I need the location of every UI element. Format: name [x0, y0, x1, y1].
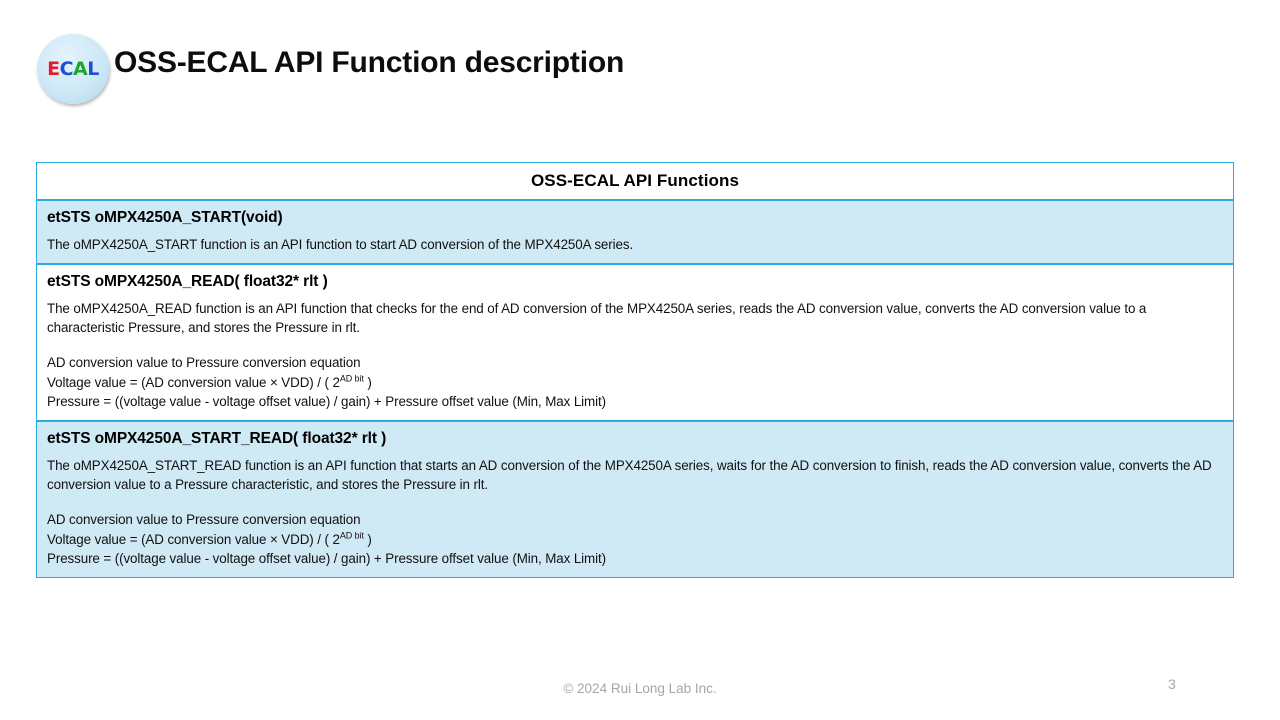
page-title: OSS-ECAL API Function description — [114, 46, 625, 79]
logo-circle-icon: ECAL — [37, 34, 109, 104]
table-row: etSTS oMPX4250A_START_READ( float32* rlt… — [37, 421, 1233, 577]
equation-voltage-pre: Voltage value = (AD conversion value × V… — [47, 374, 340, 390]
function-signature: etSTS oMPX4250A_START(void) — [47, 209, 283, 226]
ecal-logo: ECAL — [37, 34, 109, 104]
table-header-title: OSS-ECAL API Functions — [530, 171, 740, 190]
logo-letter-e: E — [47, 57, 60, 80]
equation-heading: AD conversion value to Pressure conversi… — [47, 512, 361, 528]
equation-voltage: Voltage value = (AD conversion value × V… — [47, 373, 1223, 393]
equation-voltage-pre: Voltage value = (AD conversion value × V… — [47, 531, 340, 547]
table-row: etSTS oMPX4250A_START(void) The oMPX4250… — [37, 201, 1233, 265]
conversion-equation-block: AD conversion value to Pressure conversi… — [47, 353, 1223, 412]
footer-copyright: © 2024 Rui Long Lab Inc. — [563, 681, 717, 696]
equation-voltage-post: ) — [363, 374, 372, 390]
logo-letter-l: L — [87, 57, 99, 80]
slide-header: ECAL OSS-ECAL API Function description — [0, 0, 1280, 120]
logo-letter-a: A — [73, 57, 88, 80]
function-description: The oMPX4250A_START_READ function is an … — [47, 458, 1212, 493]
table-header-row: OSS-ECAL API Functions — [37, 163, 1233, 201]
logo-wordmark: ECAL — [47, 57, 99, 80]
function-description: The oMPX4250A_READ function is an API fu… — [47, 300, 1147, 335]
equation-pressure: Pressure = ((voltage value - voltage off… — [47, 394, 606, 410]
equation-pressure: Pressure = ((voltage value - voltage off… — [47, 551, 606, 567]
function-description: The oMPX4250A_START function is an API f… — [47, 237, 634, 253]
api-functions-table: OSS-ECAL API Functions etSTS oMPX4250A_S… — [36, 162, 1234, 578]
equation-voltage: Voltage value = (AD conversion value × V… — [47, 530, 1223, 550]
logo-letter-c: C — [59, 57, 74, 80]
page-number: 3 — [1168, 676, 1176, 692]
equation-voltage-superscript: AD bit — [339, 530, 364, 541]
equation-voltage-superscript: AD bit — [339, 373, 364, 384]
function-signature: etSTS oMPX4250A_READ( float32* rlt ) — [47, 272, 328, 290]
function-signature: etSTS oMPX4250A_START_READ( float32* rlt… — [47, 429, 387, 447]
table-row: etSTS oMPX4250A_READ( float32* rlt ) The… — [37, 264, 1233, 422]
conversion-equation-block: AD conversion value to Pressure conversi… — [47, 510, 1223, 569]
equation-heading: AD conversion value to Pressure conversi… — [47, 355, 361, 371]
equation-voltage-post: ) — [363, 531, 372, 547]
